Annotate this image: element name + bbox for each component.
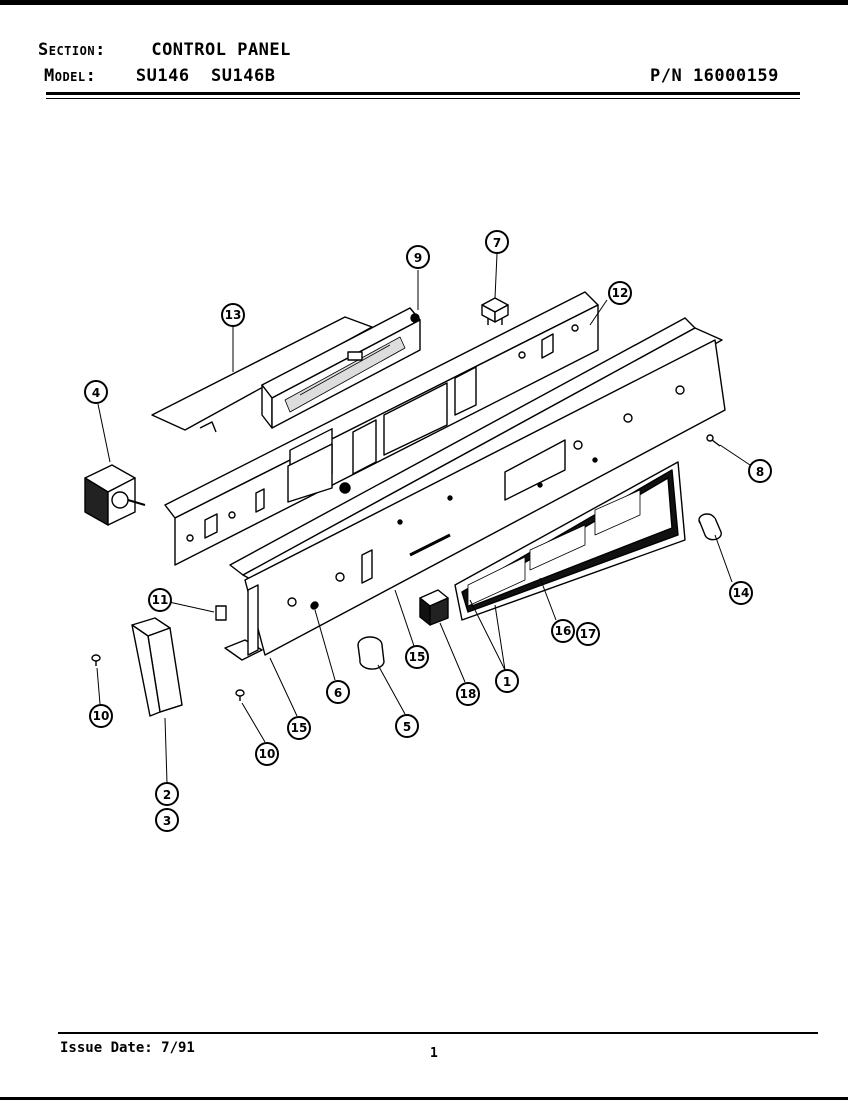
part-15-console-panel xyxy=(224,317,726,661)
section-header: Section: CONTROL PANEL xyxy=(38,40,291,60)
svg-text:17: 17 xyxy=(580,627,597,641)
callouts: 1 2 3 4 5 6 7 8 9 10 10 11 12 13 14 15 1… xyxy=(84,230,772,832)
part-5-knob xyxy=(357,636,385,670)
part-4-timer xyxy=(84,464,146,526)
svg-text:2: 2 xyxy=(163,788,171,802)
callout-7: 7 xyxy=(485,230,509,254)
callout-5: 5 xyxy=(395,714,419,738)
callout-17: 17 xyxy=(576,622,600,646)
svg-text:18: 18 xyxy=(460,687,477,701)
model-header: Model: SU146 SU146B xyxy=(44,66,275,86)
header-rule-thin xyxy=(46,98,800,99)
callout-1: 1 xyxy=(495,669,519,693)
part-11-clip xyxy=(215,605,227,621)
svg-text:13: 13 xyxy=(225,308,242,322)
svg-text:11: 11 xyxy=(152,593,169,607)
svg-text:6: 6 xyxy=(334,686,342,700)
footer-rule xyxy=(58,1032,818,1034)
model-value: SU146 SU146B xyxy=(135,66,276,86)
part-10-screw-a xyxy=(91,654,101,666)
svg-text:10: 10 xyxy=(93,709,110,723)
svg-text:15: 15 xyxy=(291,721,308,735)
section-label: Section: xyxy=(38,40,106,60)
model-label: Model: xyxy=(44,66,97,86)
callout-4: 4 xyxy=(84,380,108,404)
part-2-3-end-cap xyxy=(131,617,183,717)
svg-text:3: 3 xyxy=(163,814,171,828)
part-6-screw xyxy=(310,602,318,610)
part-9-pc-board xyxy=(261,307,421,429)
svg-text:10: 10 xyxy=(259,747,276,761)
svg-text:12: 12 xyxy=(612,286,629,300)
header-rule xyxy=(46,92,800,95)
callout-8: 8 xyxy=(748,459,772,483)
callout-10-b: 10 xyxy=(255,742,279,766)
svg-text:1: 1 xyxy=(503,675,511,689)
svg-text:9: 9 xyxy=(414,251,422,265)
svg-text:15: 15 xyxy=(409,650,426,664)
callout-11: 11 xyxy=(148,588,172,612)
issue-date: Issue Date: 7/91 xyxy=(60,1040,195,1056)
leader-lines xyxy=(96,253,751,784)
part-14-knob xyxy=(698,513,722,541)
part-16-17-overlay xyxy=(454,461,686,621)
part-number: P/N 16000159 xyxy=(650,66,779,86)
part-8-screw xyxy=(706,434,721,447)
page-number: 1 xyxy=(430,1046,438,1061)
callout-9: 9 xyxy=(406,245,430,269)
callout-18: 18 xyxy=(456,682,480,706)
svg-text:7: 7 xyxy=(493,236,501,250)
top-border xyxy=(0,0,848,5)
part-10-screw-b xyxy=(235,689,245,701)
callout-15-a: 15 xyxy=(405,645,429,669)
svg-text:14: 14 xyxy=(733,586,750,600)
part-12-rear-bracket xyxy=(164,291,599,566)
callout-16: 16 xyxy=(551,619,575,643)
svg-text:8: 8 xyxy=(756,465,764,479)
svg-text:4: 4 xyxy=(92,386,100,400)
callout-15-b: 15 xyxy=(287,716,311,740)
callout-3: 3 xyxy=(155,808,179,832)
bottom-border xyxy=(0,1097,848,1100)
svg-text:16: 16 xyxy=(555,624,572,638)
svg-text:5: 5 xyxy=(403,720,411,734)
section-value: CONTROL PANEL xyxy=(151,40,291,60)
callout-6: 6 xyxy=(326,680,350,704)
part-7-relay xyxy=(481,297,509,325)
callout-13: 13 xyxy=(221,303,245,327)
callout-12: 12 xyxy=(608,281,632,305)
callout-10-a: 10 xyxy=(89,704,113,728)
part-18-switch xyxy=(419,589,449,626)
callout-2: 2 xyxy=(155,782,179,806)
callout-14: 14 xyxy=(729,581,753,605)
